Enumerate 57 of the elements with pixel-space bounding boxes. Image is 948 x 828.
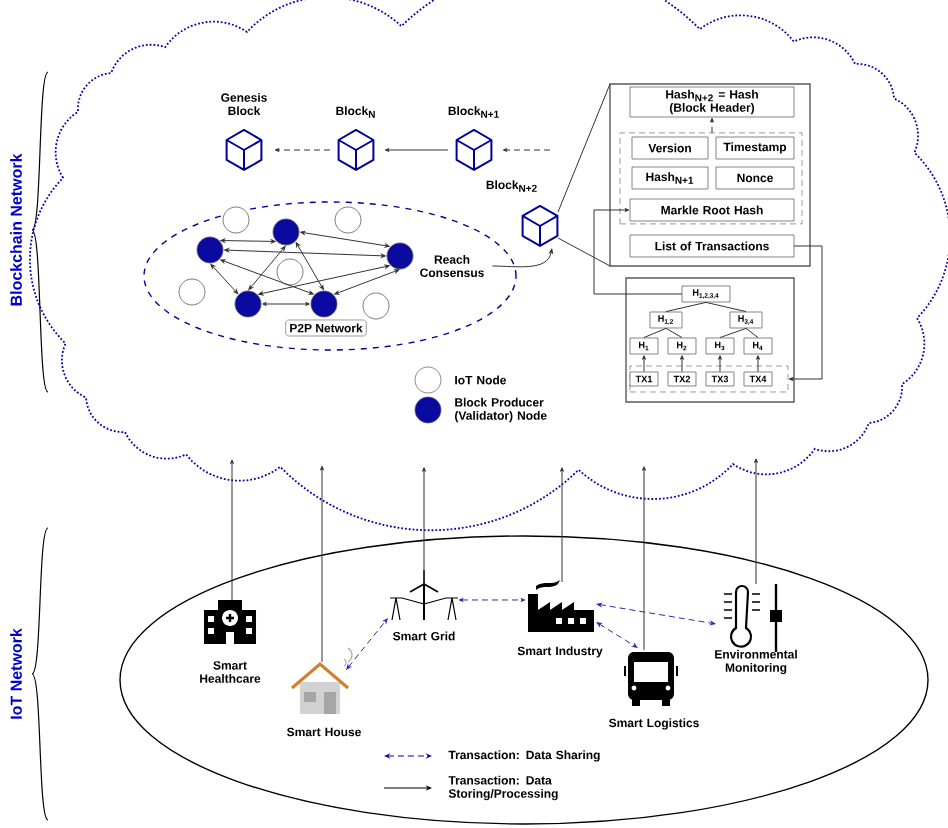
arrow [491, 248, 554, 268]
iot-node [276, 258, 304, 286]
connector-line [557, 237, 611, 267]
connector-line [745, 327, 759, 339]
arrow [642, 466, 646, 651]
arrow [422, 467, 426, 571]
network-ellipse [119, 535, 929, 825]
arrow [262, 302, 310, 306]
connector-line [665, 327, 683, 339]
arrow [718, 355, 722, 373]
frame [625, 277, 795, 403]
connector-line [705, 301, 747, 313]
arrow [220, 259, 314, 295]
arrow [334, 269, 400, 295]
arrow [754, 458, 758, 585]
arrow [300, 230, 390, 248]
connector-line [665, 301, 707, 313]
connector-line [719, 327, 747, 339]
arrow [756, 355, 760, 373]
iot-node [222, 206, 250, 234]
arrow [220, 238, 276, 244]
arrow [560, 467, 564, 583]
arrow [596, 602, 716, 626]
arrow [458, 598, 526, 602]
validator-node [272, 218, 300, 246]
arrow [710, 117, 714, 134]
frame [629, 365, 789, 393]
connector-line [643, 327, 667, 339]
arrow [258, 264, 390, 296]
iot-node [178, 278, 206, 306]
arrow [680, 355, 684, 373]
arrow [210, 263, 239, 295]
arrow [502, 148, 551, 152]
arrow [642, 355, 646, 373]
frame [619, 132, 803, 225]
arrow [248, 245, 286, 291]
arrow [224, 248, 386, 258]
arrow [593, 208, 683, 295]
frame [609, 83, 811, 267]
arrow [384, 148, 449, 152]
arrow [320, 465, 324, 663]
arrow [788, 245, 823, 381]
arrow [346, 618, 388, 670]
connector-line [557, 83, 611, 213]
arrow [295, 242, 324, 290]
iot-node [334, 206, 362, 234]
validator-node [196, 236, 224, 264]
cloud [29, 0, 948, 532]
arrow [596, 622, 638, 648]
validator-node [234, 290, 262, 318]
side-label: Blockchain Network [10, 153, 22, 306]
arrow [230, 459, 234, 601]
iot-node [362, 292, 390, 320]
side-label: IoT Network [10, 628, 22, 719]
validator-node [310, 290, 338, 318]
arrow [274, 148, 331, 152]
validator-node [386, 242, 414, 270]
